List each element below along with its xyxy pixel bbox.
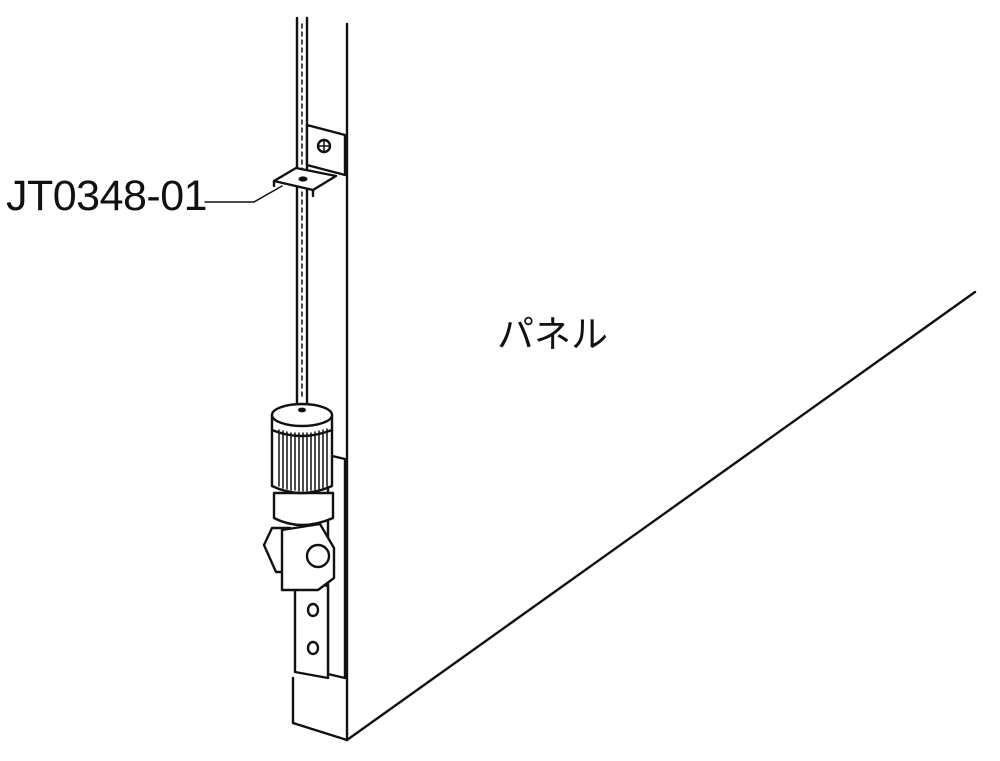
part-number-label: JT0348-01 [6,172,208,220]
tension-adjuster [262,402,336,592]
panel-label: パネル [497,313,608,356]
clip-plate-jt0348 [272,166,338,198]
panel-edge [291,22,977,742]
upper-bracket [305,123,347,177]
leader-line [204,185,283,203]
